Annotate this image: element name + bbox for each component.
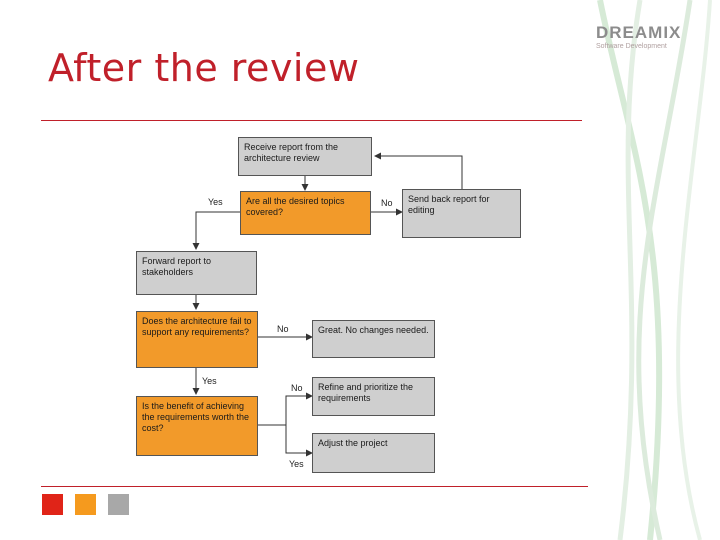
label-no-topics: No [381,198,393,208]
node-forward-report: Forward report to stakeholders [136,251,257,295]
node-no-changes: Great. No changes needed. [312,320,435,358]
footer-square-orange [75,494,96,515]
node-adjust-project: Adjust the project [312,433,435,473]
node-benefit-worth-cost: Is the benefit of achieving the requirem… [136,396,258,456]
label-yes-topics: Yes [208,197,223,207]
label-yes-fail: Yes [202,376,217,386]
footer-square-red [42,494,63,515]
label-yes-benefit: Yes [289,459,304,469]
label-no-fail: No [277,324,289,334]
label-no-benefit: No [291,383,303,393]
node-refine-requirements: Refine and prioritize the requirements [312,377,435,416]
footer-square-gray [108,494,129,515]
node-architecture-fail: Does the architecture fail to support an… [136,311,258,368]
node-receive-report: Receive report from the architecture rev… [238,137,372,176]
node-send-back-report: Send back report for editing [402,189,521,238]
node-topics-covered: Are all the desired topics covered? [240,191,371,235]
